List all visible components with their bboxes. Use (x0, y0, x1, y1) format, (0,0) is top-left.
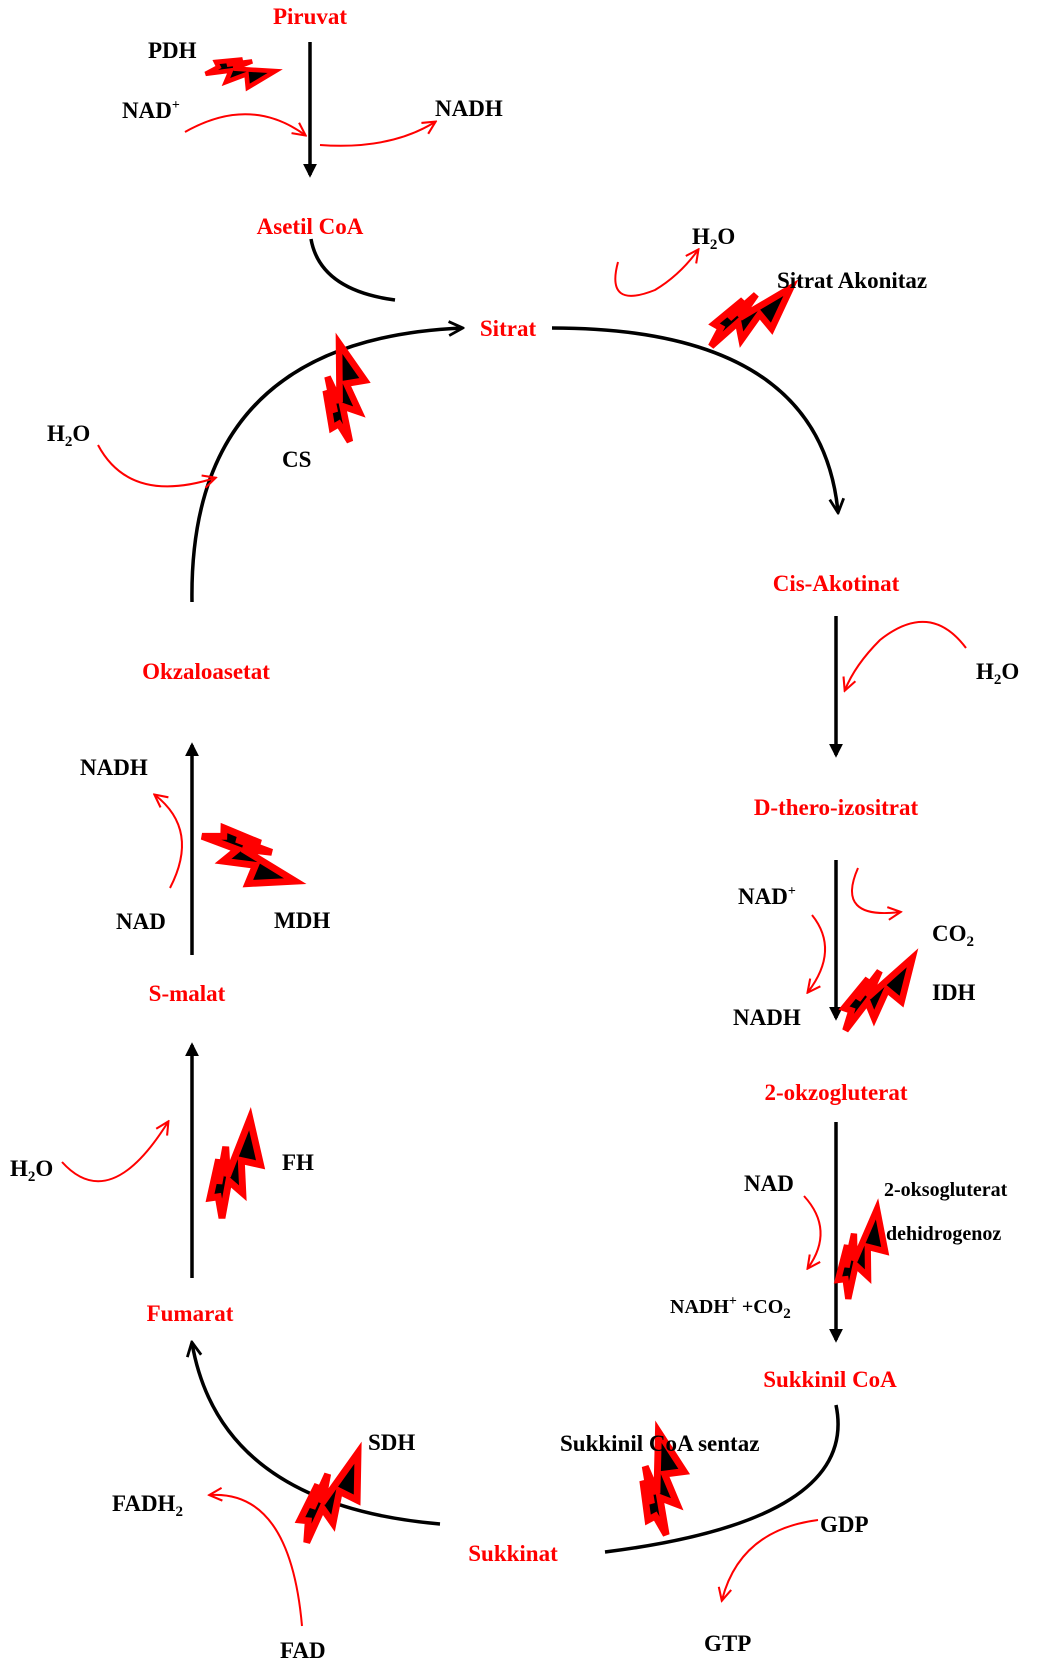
cofactor-nadh-pdh: NADH (435, 96, 503, 121)
cofactor-h2o-cs: H2O (47, 421, 90, 450)
cofactor-gtp: GTP (704, 1631, 751, 1656)
arrow-nad-to-nadh-idh (808, 914, 826, 992)
metabolite-sitrat: Sitrat (480, 316, 537, 341)
lightning-bolt-icon (707, 288, 794, 347)
enzyme-sdh: SDH (368, 1430, 415, 1455)
arrow-co2-out-idh (851, 867, 900, 913)
arrow-fad-to-fadh2 (210, 1495, 303, 1627)
arrow-h2o-in-fh (61, 1122, 168, 1183)
cofactor-fadh2: FADH2 (112, 1491, 183, 1520)
cofactor-nad-plus-pdh: NAD+ (122, 98, 180, 123)
arrow-sukkinil-coa-to-sukkinat (604, 1404, 840, 1554)
cofactor-nad-okzogluterat: NAD (744, 1171, 794, 1196)
lightning-bolt-icon (206, 42, 276, 104)
metabolite-sukkinil-coa: Sukkinil CoA (763, 1367, 897, 1392)
arrow-sukkinat-to-fumarat (192, 1343, 441, 1526)
arrow-sitrat-to-cis-akotinat (551, 326, 838, 512)
cofactor-h2o-akonitaz: H2O (692, 224, 735, 253)
cofactor-nadh-idh: NADH (733, 1005, 801, 1030)
lightning-bolt-icon (832, 958, 926, 1031)
cofactor-h2o-fh: H2O (10, 1156, 53, 1185)
cofactor-nad-mdh: NAD (116, 909, 166, 934)
metabolite-piruvat: Piruvat (273, 4, 347, 29)
cofactor-nad-plus-idh: NAD+ (738, 884, 796, 909)
enzyme-2-oksogluterat-dehidrogenoz-line1: 2-oksogluterat (884, 1179, 1008, 1201)
enzyme-idh: IDH (932, 980, 976, 1005)
metabolite-d-thero-izositrat: D-thero-izositrat (754, 795, 919, 820)
arrow-h2o-in-cs (97, 444, 215, 486)
cofactor-nadh-plus-co2: NADH+ +CO2 (670, 1294, 791, 1322)
arrow-h2o-out-akonitaz (614, 250, 698, 297)
enzyme-cs: CS (282, 447, 311, 472)
enzyme-mdh: MDH (274, 908, 330, 933)
cofactor-co2-idh: CO2 (932, 921, 974, 950)
metabolite-s-malat: S-malat (149, 981, 226, 1006)
arrow-nad-to-nadh-mdh (155, 795, 183, 889)
metabolite-okzaloasetat: Okzaloasetat (142, 659, 270, 684)
enzyme-sitrat-akonitaz: Sitrat Akonitaz (777, 268, 927, 293)
metabolite-sukkinat: Sukkinat (468, 1541, 558, 1566)
lightning-bolt-icon (202, 807, 295, 910)
lightning-bolt-icon (185, 1119, 287, 1219)
arrow-gdp-to-gtp (722, 1519, 819, 1600)
metabolite-2-okzogluterat: 2-okzogluterat (764, 1080, 907, 1105)
arrow-h2o-in-cis-akotinat (845, 620, 967, 690)
arrow-okzaloasetat-to-sitrat (190, 328, 462, 603)
enzyme-2-oksogluterat-dehidrogenoz-line2: dehidrogenoz (886, 1223, 1001, 1245)
cofactor-nadh-mdh: NADH (80, 755, 148, 780)
lightning-bolt-icon (281, 1453, 384, 1543)
metabolite-asetil-coa: Asetil CoA (257, 214, 364, 239)
enzyme-fh: FH (282, 1150, 314, 1175)
enzyme-pdh: PDH (148, 38, 197, 63)
cofactor-h2o-cis-akotinat: H2O (976, 659, 1019, 688)
arrow-nad-to-nadh-okzogluterat (803, 1195, 822, 1268)
metabolite-cis-akotinat: Cis-Akotinat (773, 571, 900, 596)
cofactor-gdp: GDP (820, 1512, 869, 1537)
metabolite-fumarat: Fumarat (147, 1301, 234, 1326)
arrow-asetil-coa-join (309, 238, 396, 302)
cofactor-fad: FAD (280, 1638, 326, 1663)
arrow-nadh-out-pdh (319, 122, 435, 147)
lightning-bolt-icon (302, 343, 386, 441)
arrow-nad-in-pdh (184, 113, 305, 135)
enzyme-sukkinil-coa-sentaz: Sukkinil CoA sentaz (560, 1431, 759, 1456)
